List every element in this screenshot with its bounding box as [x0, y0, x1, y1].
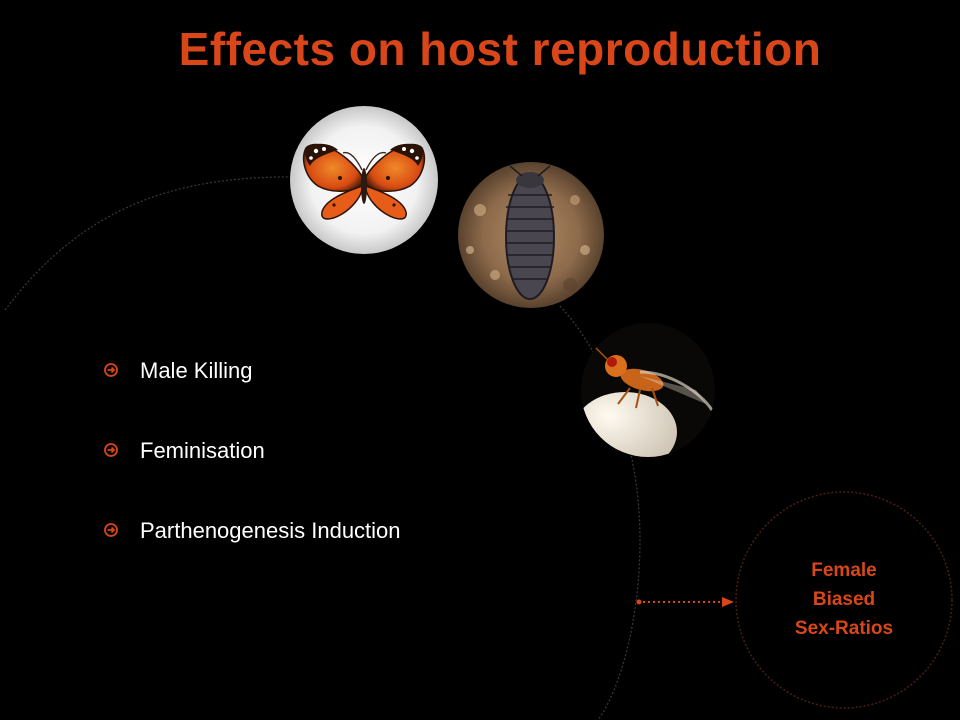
bullet-label: Feminisation [140, 438, 265, 463]
butterfly-icon [290, 106, 438, 254]
slide-title: Effects on host reproduction [178, 23, 822, 75]
bullet-label: Parthenogenesis Induction [140, 518, 401, 543]
bullet-label: Male Killing [140, 358, 253, 383]
woodlouse-icon [458, 162, 604, 308]
arrow-bullet-icon [104, 443, 118, 457]
arrow-bullet-icon [104, 363, 118, 377]
effect-label-line: Biased [812, 589, 876, 610]
effect-label-line: Sex-Ratios [794, 618, 894, 639]
connector-arrow [636, 597, 734, 607]
cycle-arc-lower [559, 305, 641, 720]
cycle-arc [4, 176, 301, 311]
wasp-on-egg-icon [581, 323, 715, 457]
effect-label-line: Female [811, 560, 877, 581]
arrow-bullet-icon [104, 523, 118, 537]
effect-label: Female Biased Sex-Ratios [736, 556, 952, 643]
effect-circle-outline [735, 491, 953, 709]
